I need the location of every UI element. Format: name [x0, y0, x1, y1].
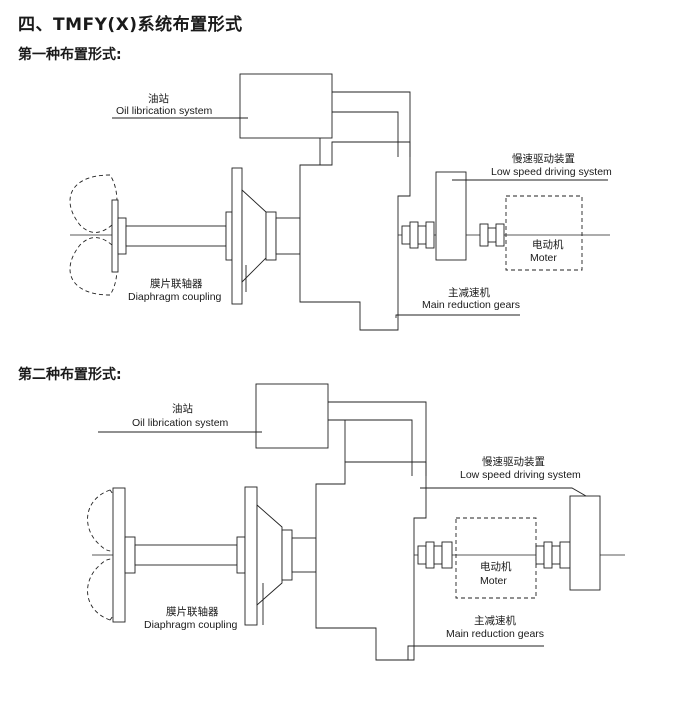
layout-1-motor-cn: 电动机: [532, 238, 564, 251]
layout-1-long-shaft: [125, 225, 227, 247]
layout-2-gears-en: Main reduction gears: [446, 628, 544, 640]
layout-1-small-coupling-left-c: [417, 225, 427, 245]
layout-1-coupling-en: Diaphragm coupling: [128, 291, 222, 303]
layout-1-coupling-cn: 膜片联轴器: [150, 277, 203, 290]
layout-1-oil-pipe-2: [332, 111, 399, 157]
layout-1-title: 第一种布置形式:: [18, 47, 122, 63]
layout-2-small-coupling-right-a: [535, 545, 545, 565]
layout-1-gears-leader: [395, 314, 520, 318]
layout-2-gears-cn: 主减速机: [474, 614, 516, 627]
layout-2-oil-station-en: Oil librication system: [132, 417, 229, 429]
layout-2-title: 第二种布置形式:: [18, 367, 122, 383]
layout-1-oil-station-cn: 油站: [148, 92, 169, 105]
layout-1-small-coupling-left-b: [409, 221, 419, 249]
layout-2-oil-pipe-2: [328, 419, 413, 476]
layout-1-low-speed-en: Low speed driving system: [491, 166, 612, 178]
layout-1-main-gearbox: [299, 141, 411, 331]
section-title: 四、TMFY(X)系统布置形式: [18, 15, 243, 35]
layout-2-coupling-cone: [256, 504, 283, 606]
layout-1-coupling-hub-b: [275, 217, 301, 255]
layout-2-fan-plate: [112, 487, 126, 623]
layout-1-small-coupling-right-c: [495, 223, 505, 247]
layout-1-fan-hub-plate: [111, 199, 119, 273]
layout-1-fan-lower-icon: [69, 237, 118, 296]
layout-1-oil-station-en: Oil librication system: [116, 105, 213, 117]
layout-1-coupling-plate: [231, 167, 243, 305]
layout-2-coupling-flange-left: [236, 536, 246, 574]
layout-1-motor-en: Moter: [530, 252, 557, 264]
layout-1-oil-station-box: [239, 73, 333, 139]
layout-2-motor-cn: 电动机: [480, 560, 512, 573]
layout-2-fan-upper-icon: [87, 489, 123, 552]
layout-1-oil-pipe-1: [332, 91, 411, 157]
layout-2-coupling-hub-b: [291, 537, 317, 573]
layout-2-small-coupling-right-c: [551, 545, 561, 565]
layout-1-fan-upper-icon: [69, 174, 118, 233]
layout-2-oil-station-box: [255, 383, 329, 449]
layout-2-low-speed-en: Low speed driving system: [460, 469, 581, 481]
layout-2-main-gearbox: [315, 461, 427, 661]
layout-2-coupling-plate: [244, 486, 258, 626]
layout-2-lowspeed-leader: [420, 487, 587, 497]
layout-2-small-coupling-left-a: [417, 545, 427, 565]
layout-1-small-coupling-right-a: [479, 223, 489, 247]
layout-1-low-speed-cn: 慢速驱动装置: [512, 152, 575, 165]
layout-2-oil-pipe-1: [328, 401, 427, 476]
layout-1-small-coupling-right-b: [487, 227, 497, 243]
layout-1-fan-hub: [117, 217, 127, 255]
layout-2-small-coupling-right-d: [559, 541, 571, 569]
layout-2-low-speed-drive-box: [569, 495, 601, 591]
layout-2-coupling-hub-a: [281, 529, 293, 581]
layout-2-fan-lower-icon: [87, 558, 123, 621]
layout-1-motor-box: [505, 195, 583, 271]
layout-1-low-speed-drive-box: [435, 171, 467, 261]
layout-2-small-coupling-right-b: [543, 541, 553, 569]
layout-2-small-coupling-left-b: [425, 541, 435, 569]
layout-1-coupling-hub-a: [265, 211, 277, 261]
layout-2-oil-station-cn: 油站: [172, 402, 193, 415]
layout-1-coupling-flange-left: [225, 211, 233, 261]
layout-2-coupling-en: Diaphragm coupling: [144, 619, 238, 631]
layout-2-coupling-cn: 膜片联轴器: [166, 605, 219, 618]
layout-2-motor-en: Moter: [480, 575, 507, 587]
layout-1-small-coupling-left-d: [425, 221, 435, 249]
layout-2-low-speed-cn: 慢速驱动装置: [482, 455, 545, 468]
layout-2-gears-leader: [407, 645, 544, 660]
layout-1-gears-cn: 主减速机: [448, 286, 490, 299]
layout-2-small-coupling-left-d: [441, 541, 453, 569]
layout-2-small-coupling-left-c: [433, 545, 443, 565]
layout-1-gears-en: Main reduction gears: [422, 299, 520, 311]
layout-2-fan-hub: [124, 536, 136, 574]
layout-2-long-shaft: [134, 544, 238, 566]
layout-1-small-coupling-left-a: [401, 225, 411, 245]
